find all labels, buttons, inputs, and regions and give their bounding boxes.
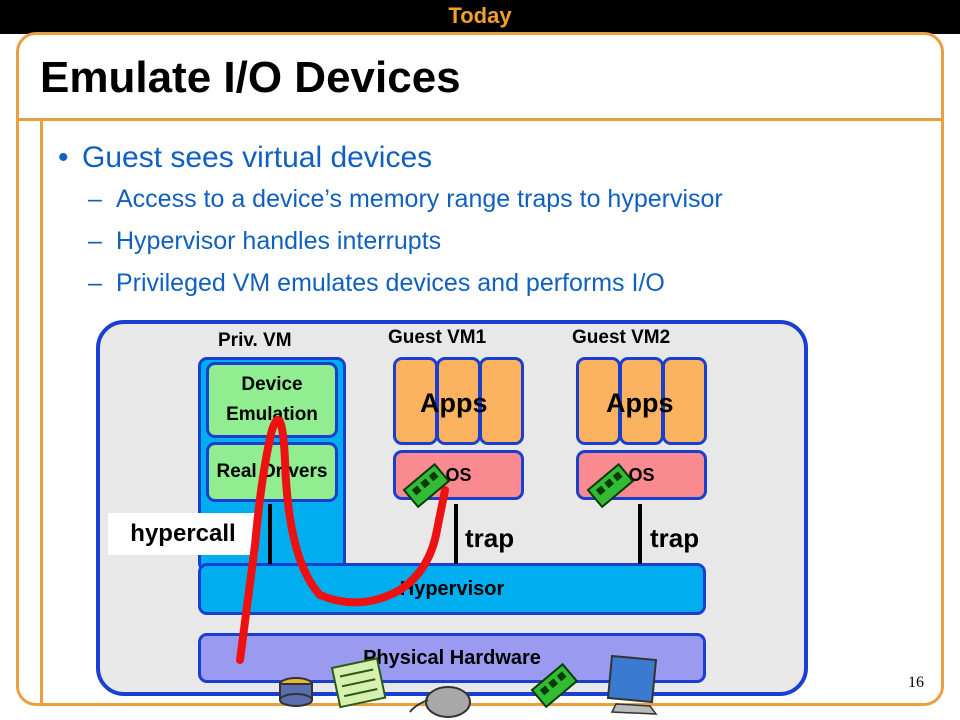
- bullet-text: Guest sees virtual devices: [82, 141, 433, 174]
- apps-label: Apps: [606, 388, 674, 418]
- app-block: [619, 357, 664, 445]
- title-divider: [19, 118, 941, 121]
- priv-vm-label: Priv. VM: [218, 330, 292, 351]
- trap-label: trap: [650, 523, 700, 553]
- trap-line: [638, 504, 642, 564]
- subbullet-item: –Access to a device’s memory range traps…: [88, 185, 723, 213]
- apps-label: Apps: [420, 388, 488, 418]
- section-label: Today: [448, 3, 512, 28]
- hypercall-line: [268, 504, 272, 564]
- top-bar: Today: [0, 0, 960, 34]
- page-number: 16: [908, 674, 924, 691]
- subbullet-text: Access to a device’s memory range traps …: [116, 185, 723, 213]
- subbullet-item: –Privileged VM emulates devices and perf…: [88, 269, 665, 297]
- trap-label: trap: [465, 523, 515, 553]
- mouse-icon: [409, 686, 471, 718]
- left-divider: [40, 121, 43, 706]
- device-card-icon: [530, 662, 579, 709]
- slide-frame: [16, 32, 944, 706]
- subbullet-item: –Hypervisor handles interrupts: [88, 227, 442, 255]
- device-card-icon: [402, 462, 451, 509]
- trap-line: [454, 504, 458, 564]
- keyboard-icon: [330, 657, 387, 709]
- guest-vm2-label: Guest VM2: [572, 327, 671, 348]
- hypervisor-box: Hypervisor: [198, 563, 706, 615]
- guest-vm1-label: Guest VM1: [388, 327, 487, 348]
- subbullet-text: Hypervisor handles interrupts: [116, 227, 442, 255]
- real-drivers-box: Real Drivers: [206, 442, 338, 502]
- monitor-icon: [606, 654, 658, 715]
- subbullet-text: Privileged VM emulates devices and perfo…: [116, 269, 665, 297]
- hypercall-label: hypercall: [108, 513, 258, 555]
- bullet-item: •Guest sees virtual devices: [58, 141, 433, 174]
- app-block: [436, 357, 481, 445]
- app-block: [662, 357, 707, 445]
- io-path: [236, 416, 449, 664]
- device-card-icon: [586, 462, 635, 509]
- app-block: [479, 357, 524, 445]
- slide-title: Emulate I/O Devices: [40, 53, 461, 102]
- disk-icon: [279, 677, 313, 707]
- bullet-list: •Guest sees virtual devices –Access to a…: [58, 138, 938, 304]
